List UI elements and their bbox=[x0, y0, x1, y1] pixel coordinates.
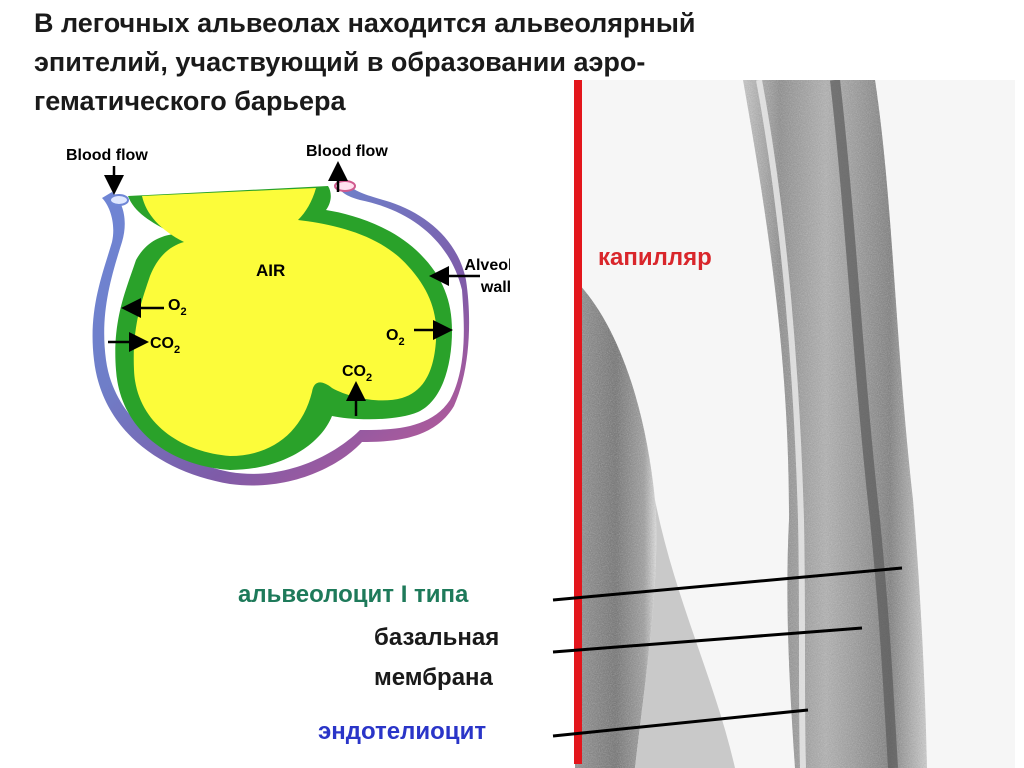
endothelium-label: эндотелиоцит bbox=[318, 718, 486, 746]
capillary-label: капилляр bbox=[598, 244, 712, 272]
endothelium-leader bbox=[553, 710, 808, 736]
basal-membrane-leader bbox=[553, 628, 862, 652]
basal-membrane-label-line-1: базальная bbox=[374, 624, 499, 652]
basal-membrane-label-line-2: мембрана bbox=[374, 664, 493, 692]
alveolocyte-label: альвеолоцит I типа bbox=[238, 581, 468, 609]
alveolocyte-leader bbox=[553, 568, 902, 600]
